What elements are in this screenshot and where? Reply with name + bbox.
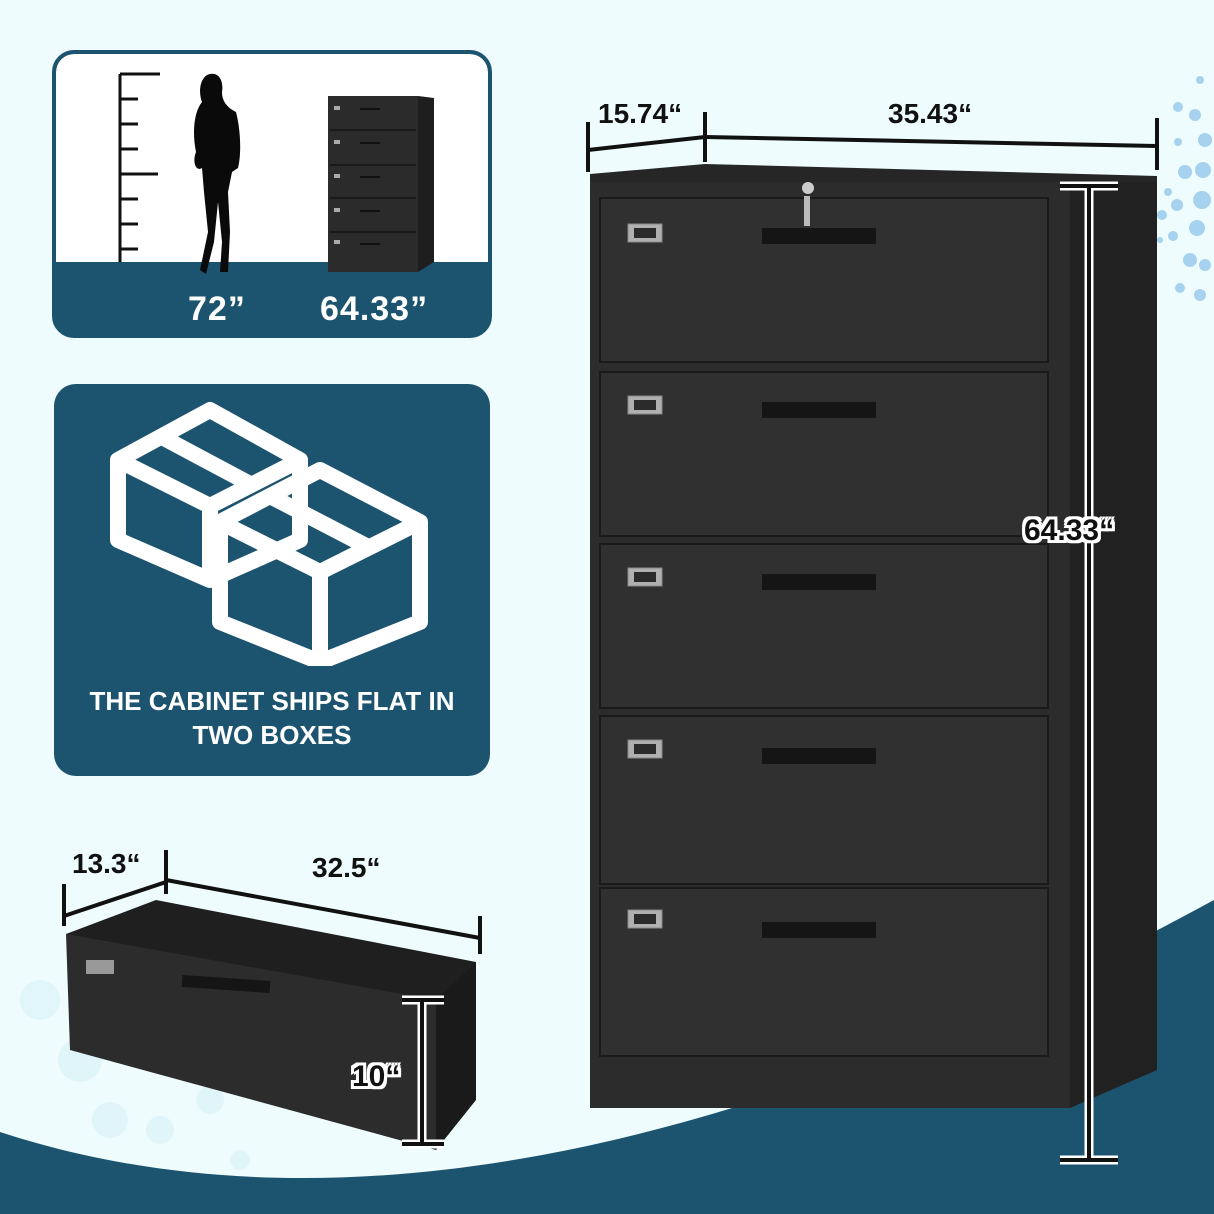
shipping-info-card: THE CABINET SHIPS FLAT IN TWO BOXES	[54, 384, 490, 776]
height-comparison-card: 72” 64.33”	[52, 50, 492, 338]
drawer-width-label: 32.5“	[312, 852, 381, 883]
person-height-label: 72”	[188, 290, 246, 328]
cabinet-thumbnail-icon	[328, 96, 434, 272]
height-ruler-icon	[118, 72, 160, 262]
drawer-depth-label: 13.3“	[72, 848, 141, 879]
shipping-caption: THE CABINET SHIPS FLAT IN TWO BOXES	[54, 684, 490, 752]
person-silhouette-icon	[194, 73, 241, 274]
filing-cabinet-image	[586, 112, 1159, 1165]
cabinet-height-dimension: 64.33“	[1024, 514, 1115, 547]
two-boxes-icon	[110, 402, 428, 666]
lock-icon	[802, 182, 814, 226]
cabinet-height-label: 64.33”	[320, 290, 429, 328]
shipping-caption-line1: THE CABINET SHIPS FLAT IN	[89, 686, 455, 716]
cabinet-width-label: 35.43“	[888, 98, 973, 129]
shipping-caption-line2: TWO BOXES	[192, 720, 352, 750]
drawer-height-label: 10“	[352, 1060, 401, 1093]
cabinet-depth-label: 15.74“	[598, 98, 683, 129]
drawer-image	[62, 850, 482, 1150]
height-comparison-panel	[56, 54, 488, 274]
